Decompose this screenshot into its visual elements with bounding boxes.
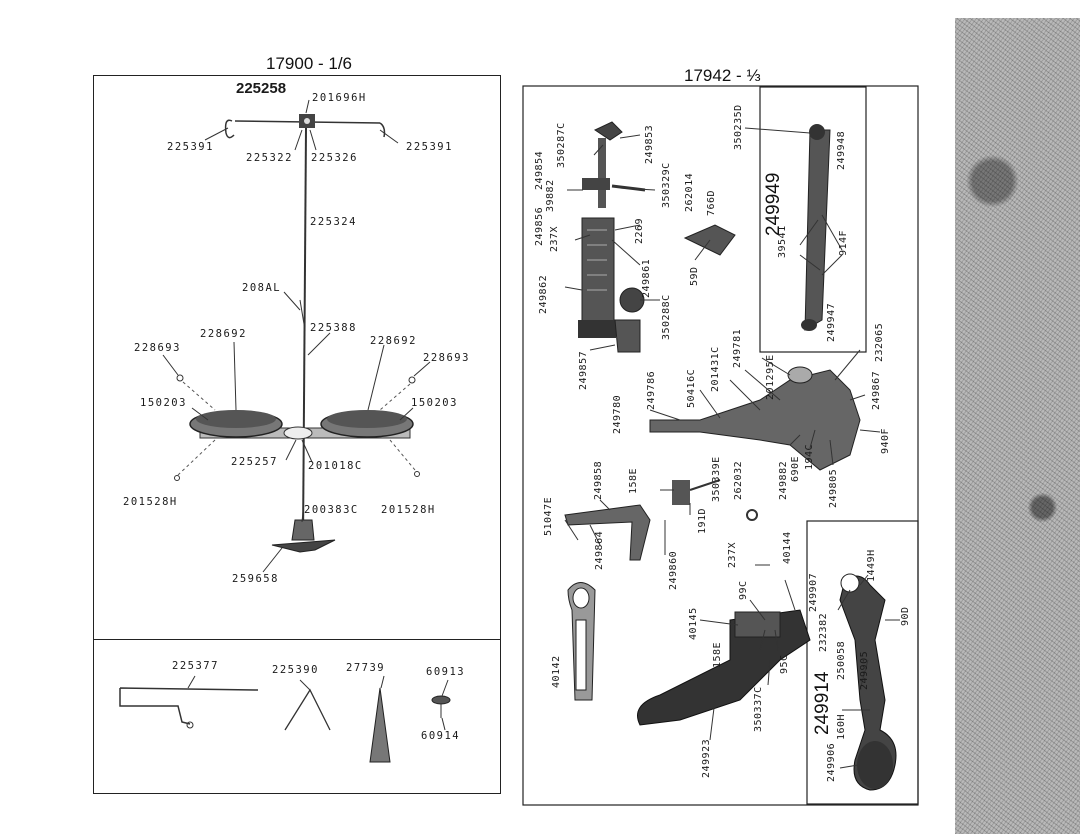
- label-201018c: 201018C: [308, 460, 363, 472]
- label-150203-right: 150203: [411, 397, 458, 409]
- label-249867: 249867: [871, 370, 882, 410]
- label-194c: 194C: [804, 443, 815, 470]
- label-914f: 914F: [838, 229, 849, 256]
- label-249907: 249907: [808, 572, 819, 612]
- label-225391-left: 225391: [167, 141, 214, 153]
- label-158e: 158E: [628, 467, 639, 494]
- label-201528h-left: 201528H: [123, 496, 178, 508]
- label-150203-left: 150203: [140, 397, 187, 409]
- label-249780: 249780: [612, 394, 623, 434]
- label-766d: 766D: [706, 189, 717, 216]
- scan-edge-texture: [955, 18, 1080, 834]
- label-208al: 208AL: [242, 282, 282, 294]
- right-page-title: 17942 - ⅓: [684, 66, 761, 85]
- label-95c: 95C: [779, 654, 790, 674]
- label-225391-right: 225391: [406, 141, 453, 153]
- label-201696h: 201696H: [312, 92, 367, 104]
- label-228693-left: 228693: [134, 342, 181, 354]
- label-225324: 225324: [310, 216, 357, 228]
- label-201431c: 201431C: [710, 346, 721, 392]
- label-249861: 249861: [641, 258, 652, 298]
- label-237x-lower: 237X: [727, 541, 738, 568]
- label-191d: 191D: [697, 507, 708, 534]
- label-249854: 249854: [534, 150, 545, 190]
- label-225390: 225390: [272, 664, 319, 676]
- label-249856: 249856: [534, 206, 545, 246]
- label-200383c: 200383C: [304, 504, 359, 516]
- label-350329c: 350329C: [661, 162, 672, 208]
- label-249947: 249947: [826, 302, 837, 342]
- label-249905: 249905: [859, 650, 870, 690]
- label-228693-right: 228693: [423, 352, 470, 364]
- label-1449h: 1449H: [866, 549, 877, 582]
- label-259658: 259658: [232, 573, 279, 585]
- label-60914: 60914: [421, 730, 461, 742]
- label-50416c: 50416C: [686, 368, 697, 408]
- label-249857: 249857: [578, 350, 589, 390]
- label-350339e: 350339E: [711, 456, 722, 502]
- label-201528h-right: 201528H: [381, 504, 436, 516]
- label-350235d: 350235D: [733, 104, 744, 150]
- label-225322: 225322: [246, 152, 293, 164]
- label-90d: 90D: [900, 606, 911, 626]
- label-350288c: 350288C: [661, 294, 672, 340]
- label-249923: 249923: [701, 738, 712, 778]
- label-27739: 27739: [346, 662, 386, 674]
- label-249948: 249948: [836, 130, 847, 170]
- label-225388: 225388: [310, 322, 357, 334]
- label-39882: 39882: [545, 179, 556, 212]
- label-690e: 690E: [790, 455, 801, 482]
- label-59d: 59D: [689, 266, 700, 286]
- label-2269: 2269: [634, 217, 645, 244]
- label-40144: 40144: [782, 531, 793, 564]
- label-158e-lower: 158E: [712, 641, 723, 668]
- label-262032: 262032: [733, 460, 744, 500]
- label-350287c: 350287C: [556, 122, 567, 168]
- accessories-panel: [93, 639, 501, 794]
- label-249862: 249862: [538, 274, 549, 314]
- label-249858: 249858: [593, 460, 604, 500]
- label-249853: 249853: [644, 124, 655, 164]
- label-249906: 249906: [826, 742, 837, 782]
- label-40145: 40145: [688, 607, 699, 640]
- label-249786: 249786: [646, 370, 657, 410]
- label-250058: 250058: [836, 640, 847, 680]
- label-249781: 249781: [732, 328, 743, 368]
- label-99c: 99C: [738, 580, 749, 600]
- label-225257: 225257: [231, 456, 278, 468]
- label-249864: 249864: [594, 530, 605, 570]
- label-225377: 225377: [172, 660, 219, 672]
- label-228692-right: 228692: [370, 335, 417, 347]
- label-232065: 232065: [874, 322, 885, 362]
- label-225326: 225326: [311, 152, 358, 164]
- attachment-249914-number: 249914: [812, 671, 833, 735]
- label-249882: 249882: [778, 460, 789, 500]
- label-350337c: 350337C: [753, 686, 764, 732]
- label-249860: 249860: [668, 550, 679, 590]
- label-249805: 249805: [828, 468, 839, 508]
- label-237x: 237X: [549, 225, 560, 252]
- label-40142: 40142: [551, 655, 562, 688]
- label-940f: 940F: [880, 427, 891, 454]
- label-51047e: 51047E: [543, 496, 554, 536]
- label-262014: 262014: [684, 172, 695, 212]
- left-page-title: 17900 - 1/6: [266, 54, 353, 73]
- label-160h: 160H: [836, 713, 847, 740]
- assembly-number: 225258: [236, 80, 287, 97]
- label-201295e: 201295E: [765, 354, 776, 400]
- label-228692-left: 228692: [200, 328, 247, 340]
- label-232382: 232382: [818, 612, 829, 652]
- label-39541: 39541: [777, 225, 788, 258]
- label-60913: 60913: [426, 666, 466, 678]
